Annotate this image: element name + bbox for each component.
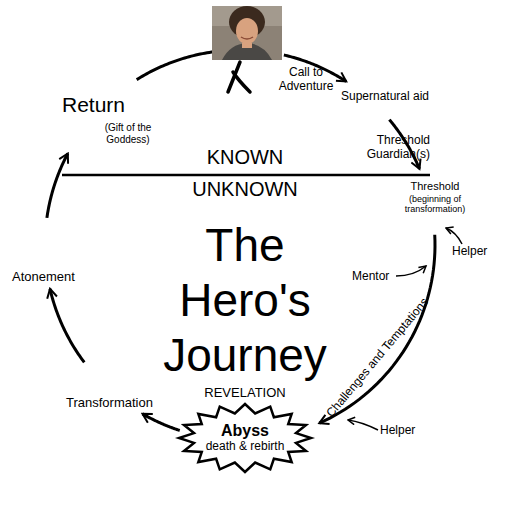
stage-label: UNKNOWN: [180, 178, 310, 201]
stage-label: Transformation: [66, 396, 153, 411]
stage-label: Supernatural aid: [340, 90, 430, 104]
stage-label: Threshold: [400, 180, 470, 193]
stage-label: (beginning of transformation): [395, 194, 475, 215]
stage-label: Threshold Guardian(s): [345, 134, 430, 162]
stage-label: KNOWN: [180, 146, 310, 169]
stage-label: REVELATION: [185, 386, 305, 401]
hero-legs: [228, 62, 250, 92]
stage-label: Atonement: [12, 270, 75, 285]
cycle-arrow: [50, 289, 84, 362]
stage-label: Call to Adventure: [274, 66, 338, 94]
cycle-arrow: [143, 414, 180, 431]
known-divider: [62, 174, 430, 177]
cycle-arrow: [47, 153, 68, 217]
stage-label: Mentor: [352, 270, 389, 284]
cycle-arcs: [47, 51, 435, 431]
cycle-arrow: [137, 51, 223, 80]
node-subtext: death & rebirth: [206, 440, 285, 454]
abyss-starburst: Abyssdeath & rebirth: [177, 402, 313, 474]
stage-label: Helper: [452, 245, 487, 259]
stage-caption-curved: Challenges and Temptations: [308, 277, 447, 439]
stage-label: Return: [62, 93, 125, 117]
stage-label: (Gift of the Goddess): [92, 122, 164, 145]
stage-label: Helper: [380, 424, 415, 438]
node-heading: Abyss: [221, 422, 269, 440]
diagram-title: The Hero's Journey: [145, 218, 345, 383]
hero-photo: [212, 6, 282, 60]
